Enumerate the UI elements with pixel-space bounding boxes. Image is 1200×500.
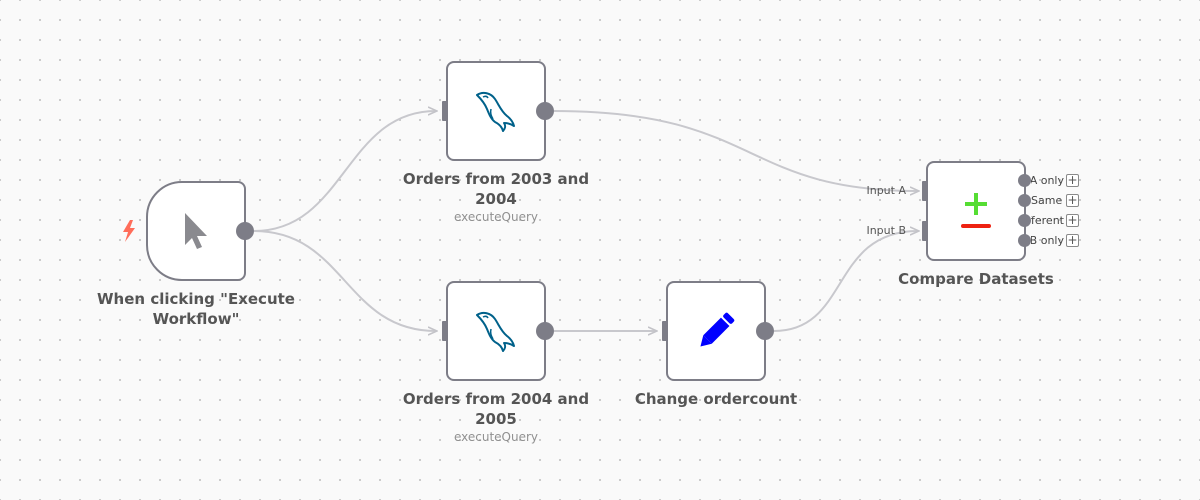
add-node-b-only-button[interactable]: + bbox=[1066, 233, 1079, 247]
compare-output-a-only-label: In A only bbox=[1031, 174, 1064, 187]
q2003-subtitle: executeQuery bbox=[453, 210, 539, 224]
add-node-different-button[interactable]: + bbox=[1066, 213, 1079, 227]
q2004-title: Orders from 2004 and 2005 bbox=[402, 390, 590, 428]
compare-output-different-handle[interactable] bbox=[1018, 214, 1031, 227]
compare-output-b-only-handle[interactable] bbox=[1018, 234, 1031, 247]
trigger-node[interactable] bbox=[146, 181, 246, 281]
compare-input-a-label: Input A bbox=[866, 184, 906, 197]
add-node-a-only-button[interactable]: + bbox=[1066, 173, 1079, 187]
trigger-bolt-icon bbox=[123, 220, 135, 242]
connection-change-to-compare-b[interactable] bbox=[773, 231, 918, 332]
change-output-handle[interactable] bbox=[756, 322, 774, 340]
q2004-subtitle: executeQuery bbox=[453, 430, 539, 444]
q2004-output-handle[interactable] bbox=[536, 322, 554, 340]
q2003-output-handle[interactable] bbox=[536, 102, 554, 120]
compare-title: Compare Datasets bbox=[898, 270, 1054, 288]
plus-minus-icon bbox=[961, 193, 991, 228]
cursor-icon bbox=[185, 213, 207, 249]
mysql-dolphin-icon bbox=[476, 91, 515, 132]
mysql-dolphin-icon bbox=[476, 311, 515, 352]
compare-node[interactable] bbox=[926, 161, 1026, 261]
add-node-same-button[interactable]: + bbox=[1066, 193, 1079, 207]
compare-input-b-label: Input B bbox=[866, 224, 906, 237]
connection-trigger-to-q2003[interactable] bbox=[253, 111, 436, 232]
q2003-title: Orders from 2003 and 2004 bbox=[402, 170, 590, 208]
compare-output-same-label: Same bbox=[1031, 194, 1063, 207]
pencil-icon bbox=[700, 312, 735, 347]
q2004-node[interactable] bbox=[446, 281, 546, 381]
connection-q2003-to-compare-a[interactable] bbox=[553, 110, 918, 191]
compare-output-b-only-label: In B only bbox=[1031, 234, 1064, 247]
q2003-node[interactable] bbox=[446, 61, 546, 161]
compare-output-different-label: Different bbox=[1031, 214, 1064, 227]
trigger-title: When clicking "Execute Workflow" bbox=[97, 290, 295, 328]
change-title: Change ordercount bbox=[634, 390, 798, 408]
connection-trigger-to-q2004[interactable] bbox=[253, 230, 436, 331]
change-node[interactable] bbox=[666, 281, 766, 381]
trigger-output-handle[interactable] bbox=[236, 222, 254, 240]
compare-output-a-only-handle[interactable] bbox=[1018, 174, 1031, 187]
compare-output-same-handle[interactable] bbox=[1018, 194, 1031, 207]
